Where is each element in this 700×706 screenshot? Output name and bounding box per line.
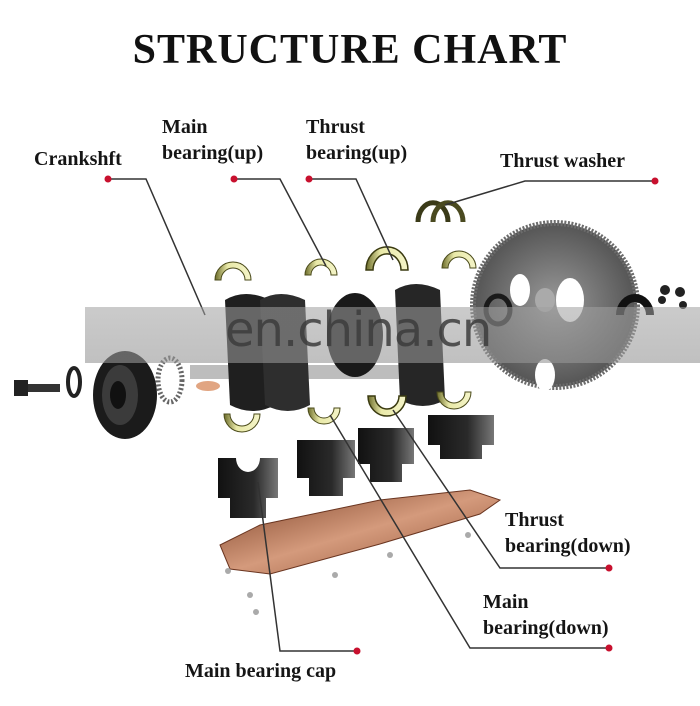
label-thrust-bearing-up-line1: Thrust [306,116,365,138]
callout-dot-crankshaft [104,175,112,183]
callout-dot-main-bearing-cap [353,647,361,655]
label-thrust-bearing-down: Thrust bearing(down) [505,507,631,559]
label-thrust-washer: Thrust washer [500,150,626,172]
callout-line-thrust-bearing-up [309,178,394,261]
callout-line-main-bearing-cap [257,481,357,652]
label-thrust-bearing-down-line1: Thrust [505,509,564,531]
timing-gear [155,355,185,405]
label-thrust-bearing-down-line2: bearing(down) [505,535,631,557]
watermark: en.china.cn [225,302,492,358]
callout-line-thrust-washer [444,180,655,206]
label-main-bearing-up-line2: bearing(up) [162,142,264,164]
label-thrust-bearing-up: Thrust bearing(up) [306,114,407,166]
callout-line-main-bearing-up [234,178,327,267]
label-main-bearing-down-line1: Main [483,591,529,613]
watermark-band [85,307,700,363]
callout-line-thrust-bearing-down [392,409,609,569]
thrust-bearing-lower-shell [367,395,407,417]
thrust-washers [415,200,466,223]
thrust-bearing-upper-shell [365,246,409,271]
callout-dot-thrust-bearing-up [305,175,313,183]
main-bearing-caps [218,415,494,518]
callout-line-crankshaft [108,178,206,316]
callout-dot-thrust-bearing-down [605,564,613,572]
callout-dot-main-bearing-up [230,175,238,183]
label-main-bearing-up-line1: Main [162,116,208,138]
chart-title: STRUCTURE CHART [132,27,568,73]
washer [66,366,82,398]
label-main-bearing-cap: Main bearing cap [185,660,337,682]
bearing-cap-girdle [219,489,502,615]
callout-lines [108,178,655,652]
callout-dot-thrust-washer [651,177,659,185]
pulley-bolt [14,380,60,396]
label-crankshaft: Crankshft [34,148,122,170]
main-bearing-lower-shells [223,391,472,433]
callout-line-main-bearing-down [329,414,609,649]
main-bearing-upper-shells [214,250,477,281]
callout-dot-main-bearing-down [605,644,613,652]
callout-dots [104,175,659,655]
crankshaft-pulley [93,351,157,439]
label-thrust-bearing-up-line2: bearing(up) [306,142,408,164]
label-main-bearing-up: Main bearing(up) [162,114,263,166]
label-main-bearing-down-line2: bearing(down) [483,617,609,639]
label-main-bearing-down: Main bearing(down) [483,589,609,641]
